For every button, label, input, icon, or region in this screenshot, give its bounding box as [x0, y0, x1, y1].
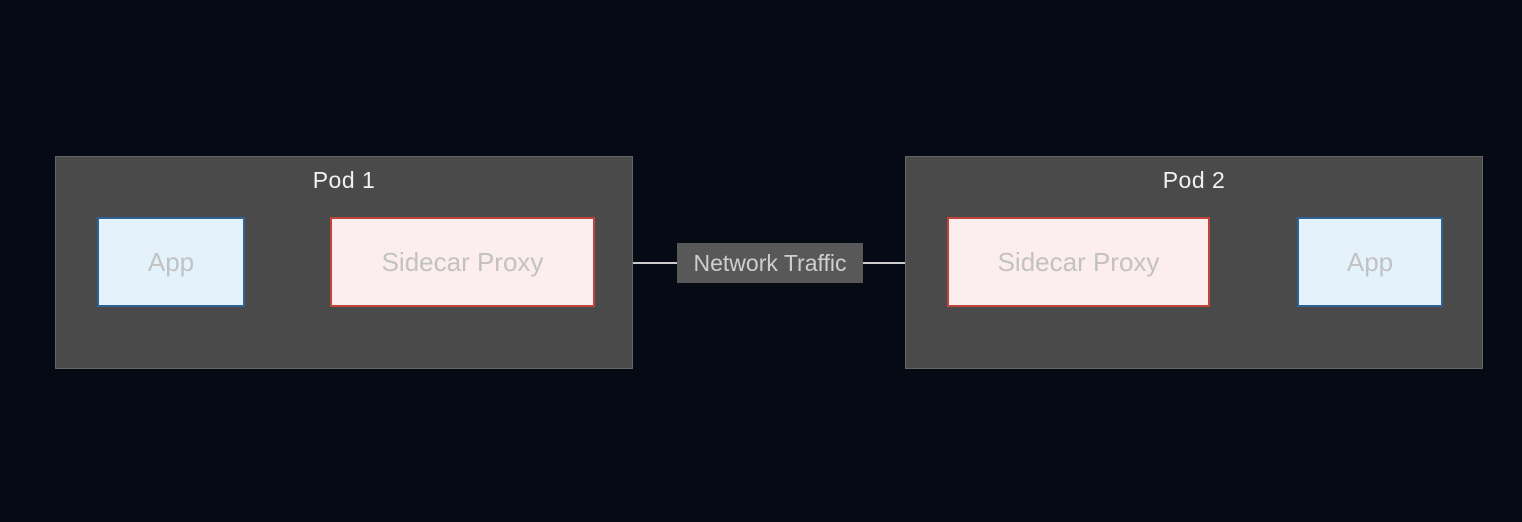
pod-2-sidecar-proxy-node: Sidecar Proxy: [947, 217, 1210, 307]
pod-1-sidecar-proxy-node: Sidecar Proxy: [330, 217, 595, 307]
pod-1-app-label: App: [147, 246, 195, 277]
pod-2-sidecar-proxy-label: Sidecar Proxy: [997, 246, 1160, 277]
pod-1-title: Pod 1: [312, 167, 376, 193]
pod-2-app-label: App: [1346, 246, 1394, 277]
network-traffic-label: Network Traffic: [677, 243, 863, 283]
pod-2-title: Pod 2: [1162, 167, 1226, 193]
pod-1-sidecar-proxy-label: Sidecar Proxy: [381, 246, 544, 277]
pod-2-app-node: App: [1297, 217, 1443, 307]
pod-1-app-node: App: [97, 217, 245, 307]
